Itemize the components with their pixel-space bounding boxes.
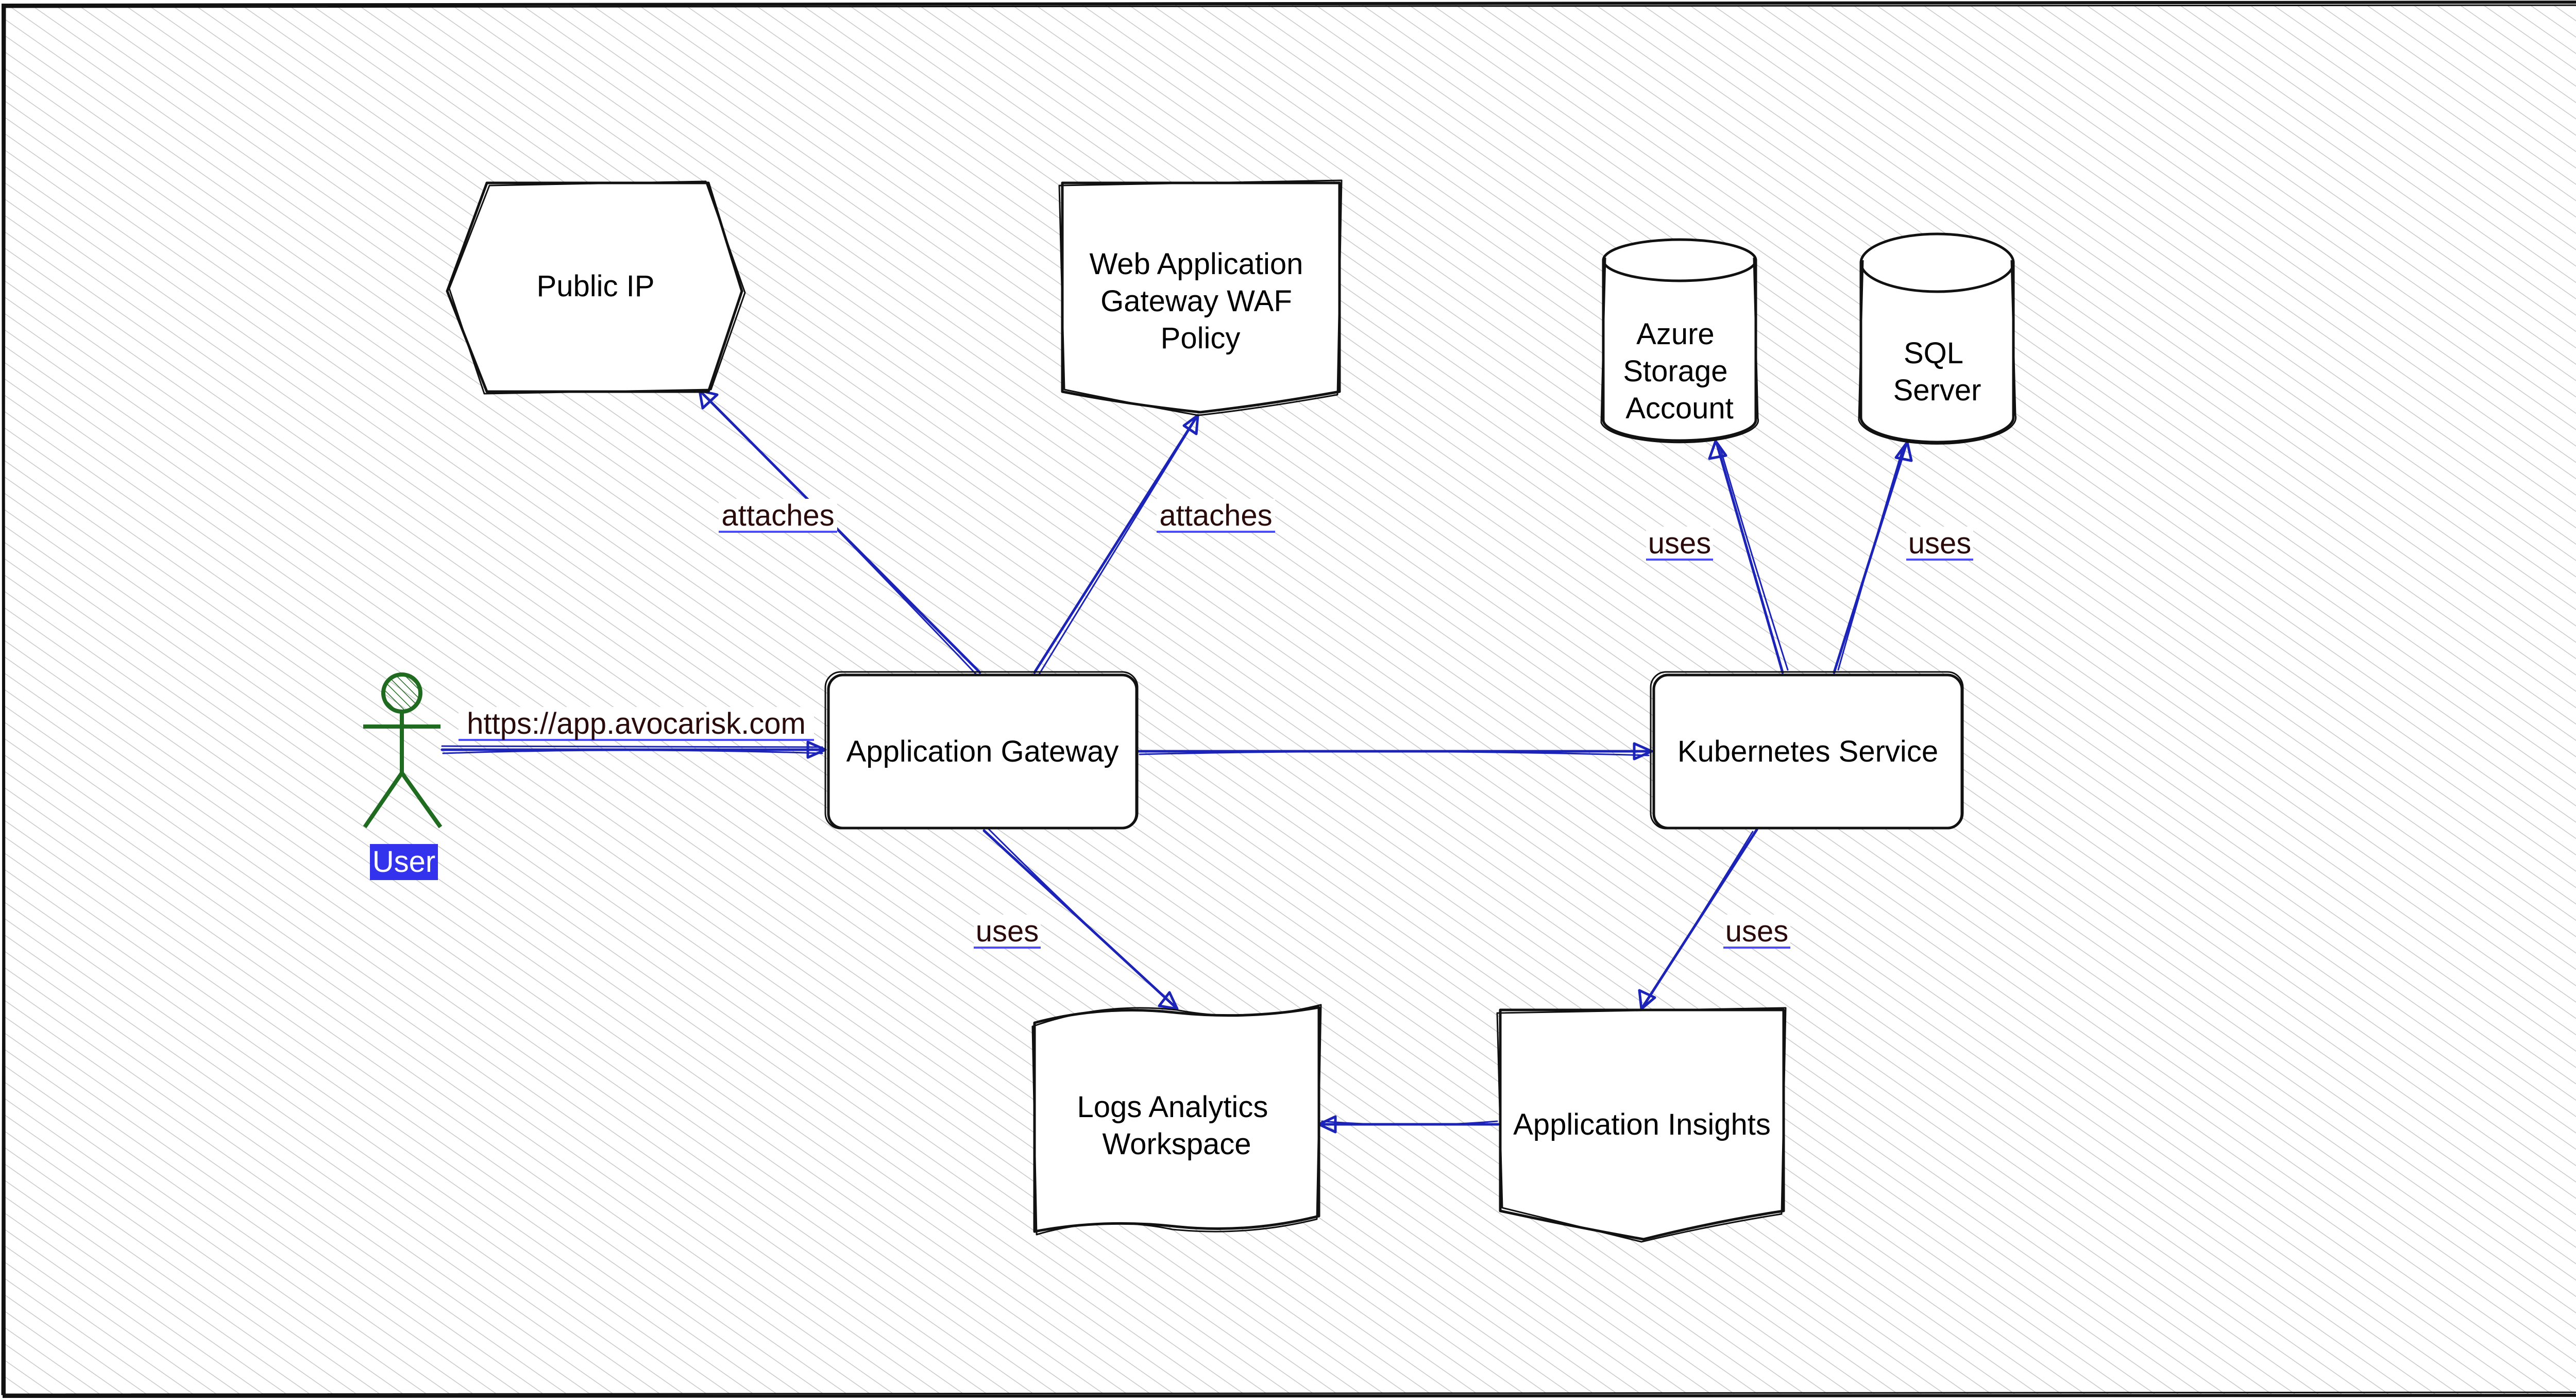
edge-gateway-to-k8s[interactable] bbox=[1137, 742, 1653, 761]
edge-label-k8s-to-insights-text: uses bbox=[1725, 915, 1789, 948]
node-public-ip[interactable]: Public IP bbox=[446, 180, 746, 395]
edge-label-gateway-to-public-ip: attaches bbox=[719, 499, 837, 533]
node-kubernetes-service[interactable]: Kubernetes Service bbox=[1650, 671, 1964, 830]
node-application-gateway[interactable]: Application Gateway bbox=[824, 671, 1139, 830]
edge-k8s-to-storage[interactable] bbox=[1708, 440, 1789, 674]
edge-label-user-to-gateway-text: https://app.avocarisk.com bbox=[467, 707, 806, 740]
node-sql-server-label: SQL Server bbox=[1893, 336, 1981, 407]
edge-label-gateway-to-public-ip-text: attaches bbox=[721, 499, 834, 532]
user-label: User bbox=[372, 845, 435, 879]
edge-user-to-gateway[interactable] bbox=[440, 740, 827, 759]
edge-k8s-to-sql[interactable] bbox=[1833, 441, 1913, 674]
edge-label-k8s-to-insights: uses bbox=[1723, 915, 1790, 949]
edge-label-gateway-to-waf: attaches bbox=[1157, 499, 1275, 533]
node-application-gateway-label: Application Gateway bbox=[846, 735, 1119, 768]
edge-label-gateway-to-logs-text: uses bbox=[976, 915, 1039, 948]
edge-label-k8s-to-sql-text: uses bbox=[1908, 527, 1972, 560]
node-application-insights-label: Application Insights bbox=[1513, 1108, 1771, 1141]
edge-labels: https://app.avocarisk.com attaches attac… bbox=[459, 499, 1973, 949]
edge-label-k8s-to-storage: uses bbox=[1646, 527, 1713, 561]
node-waf-policy[interactable]: Web Application Gateway WAF Policy bbox=[1058, 179, 1343, 416]
user-label-background bbox=[370, 844, 438, 880]
node-azure-storage-label: Azure Storage Account bbox=[1623, 317, 1736, 425]
node-logs-analytics-label: Logs Analytics Workspace bbox=[1077, 1090, 1277, 1161]
node-kubernetes-service-label: Kubernetes Service bbox=[1677, 735, 1938, 768]
node-application-insights[interactable]: Application Insights bbox=[1496, 1007, 1787, 1243]
node-azure-storage[interactable]: Azure Storage Account bbox=[1600, 238, 1759, 444]
edge-insights-to-logs[interactable] bbox=[1317, 1115, 1500, 1134]
edge-label-k8s-to-storage-text: uses bbox=[1648, 527, 1711, 560]
user-icon bbox=[363, 672, 443, 829]
edge-label-user-to-gateway: https://app.avocarisk.com bbox=[459, 707, 814, 741]
edge-label-k8s-to-sql: uses bbox=[1906, 527, 1973, 561]
node-logs-analytics[interactable]: Logs Analytics Workspace bbox=[1031, 1004, 1322, 1236]
node-public-ip-label: Public IP bbox=[537, 269, 655, 303]
edge-label-gateway-to-logs: uses bbox=[974, 915, 1041, 949]
edge-label-gateway-to-waf-text: attaches bbox=[1159, 499, 1272, 532]
node-sql-server[interactable]: SQL Server bbox=[1858, 232, 2017, 445]
node-waf-policy-label: Web Application Gateway WAF Policy bbox=[1090, 247, 1312, 355]
edge-gateway-to-waf[interactable] bbox=[1033, 414, 1199, 676]
edge-gateway-to-logs[interactable] bbox=[982, 826, 1179, 1010]
edge-k8s-to-insights[interactable] bbox=[1638, 828, 1758, 1010]
edges bbox=[440, 389, 1913, 1134]
node-user[interactable]: User bbox=[363, 672, 443, 880]
